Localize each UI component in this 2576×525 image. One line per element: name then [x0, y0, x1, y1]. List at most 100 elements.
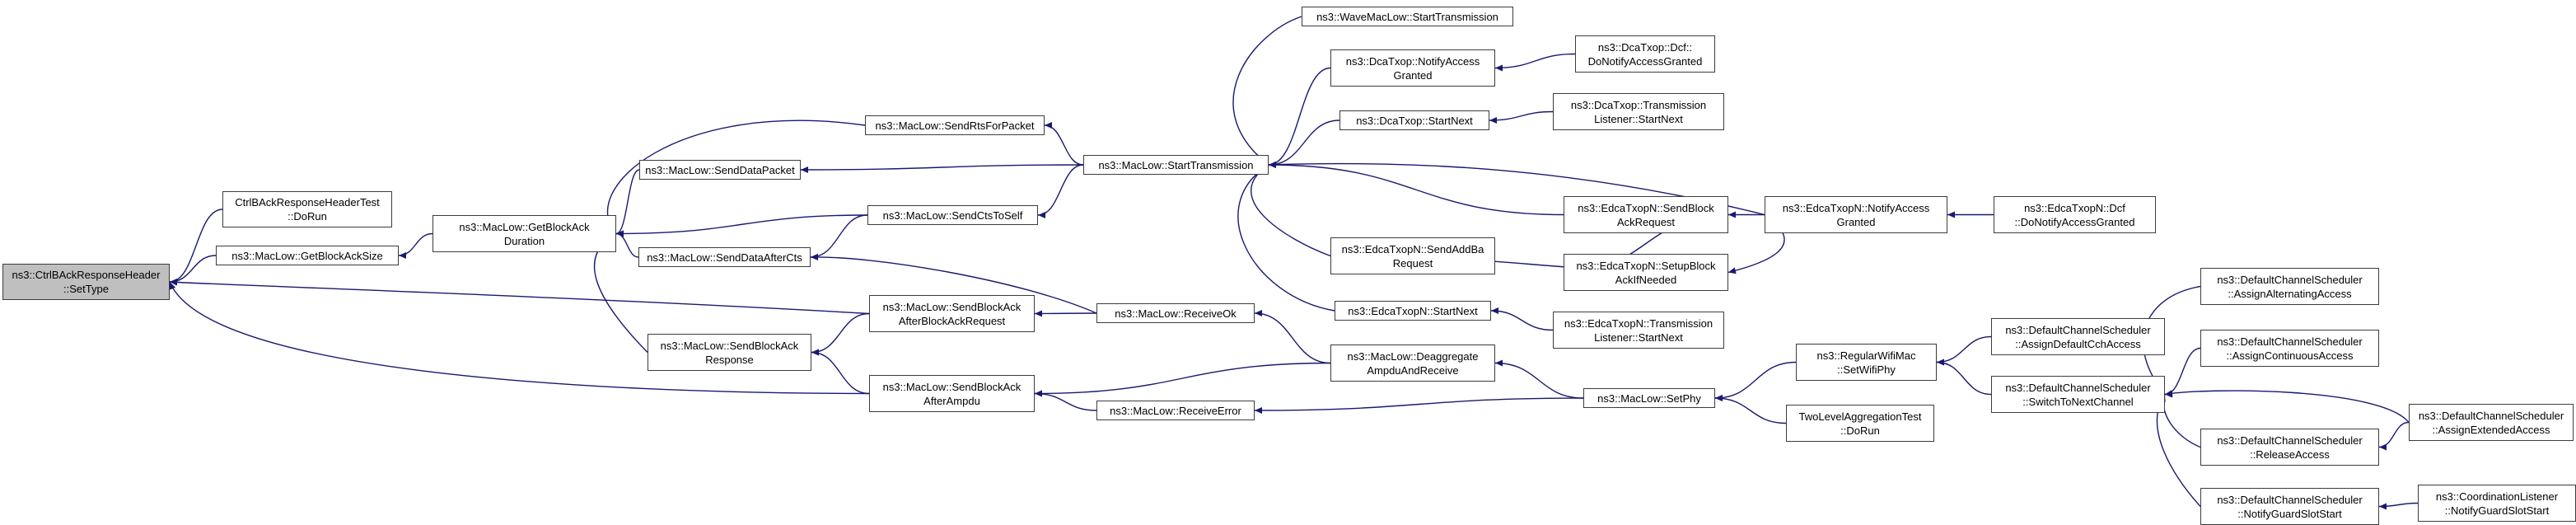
node-label-line: ns3::DefaultChannelScheduler: [2217, 434, 2363, 447]
edge-getdur-to-getsize: [398, 232, 433, 259]
node-label-line: ns3::MacLow::SendBlockAck: [882, 380, 1022, 393]
node-coord[interactable]: ns3::CoordinationListener::NotifyGuardSl…: [2418, 485, 2576, 522]
node-edcastart[interactable]: ns3::EdcaTxopN::StartNext: [1335, 301, 1491, 321]
node-regwifi[interactable]: ns3::RegularWifiMac::SetWifiPhy: [1796, 344, 1937, 381]
node-label-line: ::SetWifiPhy: [1837, 363, 1896, 376]
edge-dcadcf-to-dcanotify: [1494, 53, 1576, 72]
node-label-line: ns3::EdcaTxopN::SendAddBa: [1341, 242, 1484, 255]
edge-baafterreq-to-root: [169, 279, 870, 315]
node-rts[interactable]: ns3::MacLow::SendRtsForPacket: [865, 115, 1045, 135]
edge-senddata-to-getdur: [615, 169, 640, 237]
node-label-line: ns3::MacLow::ReceiveOk: [1115, 307, 1237, 320]
node-dcs-assigndef[interactable]: ns3::DefaultChannelScheduler::AssignDefa…: [1991, 318, 2165, 355]
node-label-line: ns3::MacLow::SendBlockAck: [882, 300, 1022, 313]
edge-start-to-senddata: [800, 164, 1084, 173]
node-label-line: ::ReleaseAccess: [2250, 448, 2330, 461]
edge-baafterampdu-to-sendresp: [811, 349, 870, 395]
node-getsize[interactable]: ns3::MacLow::GetBlockAckSize: [216, 246, 399, 265]
edge-recverr-to-baafterampdu: [1034, 390, 1097, 411]
node-label-line: ::NotifyGuardSlotStart: [2444, 504, 2550, 517]
node-label-line: ns3::DefaultChannelScheduler: [2005, 381, 2151, 394]
node-ctrltest[interactable]: CtrlBAckResponseHeaderTest::DoRun: [222, 191, 392, 227]
node-label-line: ::DoRun: [1840, 424, 1880, 437]
edge-regwifi-to-setphy: [1714, 361, 1797, 401]
node-label-line: ns3::DcaTxop::Dcf::: [1597, 40, 1693, 54]
node-label-line: ns3::CtrlBAckResponseHeader: [12, 269, 161, 281]
node-recvok[interactable]: ns3::MacLow::ReceiveOk: [1096, 303, 1255, 323]
node-label-line: ns3::EdcaTxopN::StartNext: [1348, 304, 1478, 317]
node-setphy[interactable]: ns3::MacLow::SetPhy: [1583, 388, 1715, 408]
edge-cts-to-sendafter: [810, 214, 868, 260]
edge-dcs-assigndef-to-regwifi: [1936, 335, 1992, 366]
node-label-line: ::DoNotifyAccessGranted: [2014, 215, 2135, 228]
node-label-line: ns3::MacLow::SendRtsForPacket: [875, 119, 1035, 132]
edge-recvok-to-baafterreq: [1034, 310, 1097, 317]
node-label-line: AmpduAndReceive: [1367, 363, 1459, 377]
edge-dcs-cont-to-dcs-switch: [2164, 347, 2201, 398]
node-dcs-alt[interactable]: ns3::DefaultChannelScheduler::AssignAlte…: [2200, 268, 2379, 305]
edge-start-to-cts: [1037, 164, 1084, 218]
node-cts[interactable]: ns3::MacLow::SendCtsToSelf: [867, 205, 1038, 225]
node-recverr[interactable]: ns3::MacLow::ReceiveError: [1096, 401, 1255, 420]
node-edcadcf[interactable]: ns3::EdcaTxopN::Dcf::DoNotifyAccessGrant…: [1994, 196, 2156, 233]
node-dcs-cont[interactable]: ns3::DefaultChannelScheduler::AssignCont…: [2200, 330, 2379, 367]
edge-sendafter-to-getdur: [615, 230, 639, 258]
node-label-line: ns3::DcaTxop::StartNext: [1356, 114, 1473, 127]
node-label-line: ns3::DefaultChannelScheduler: [2005, 323, 2151, 336]
node-label-line: ns3::CoordinationListener: [2435, 490, 2559, 503]
node-dcadcf[interactable]: ns3::DcaTxop::Dcf::DoNotifyAccessGranted: [1575, 35, 1715, 73]
node-label-line: ns3::EdcaTxopN::NotifyAccess: [1782, 201, 1930, 214]
node-label-line: CtrlBAckResponseHeaderTest: [235, 196, 380, 209]
node-label-line: ns3::DefaultChannelScheduler: [2217, 335, 2363, 348]
node-senddata[interactable]: ns3::MacLow::SendDataPacket: [639, 160, 801, 180]
node-wave[interactable]: ns3::WaveMacLow::StartTransmission: [1302, 7, 1513, 26]
node-label-line: ns3::RegularWifiMac: [1816, 349, 1916, 362]
call-graph-edges: [169, 16, 2419, 510]
node-sendafter[interactable]: ns3::MacLow::SendDataAfterCts: [638, 247, 811, 267]
node-root[interactable]: ns3::CtrlBAckResponseHeader::SetType: [2, 264, 170, 300]
node-label-line: ns3::DcaTxop::NotifyAccess: [1345, 54, 1480, 68]
node-label-line: ns3::MacLow::SendBlockAck: [660, 339, 799, 352]
node-label-line: ns3::DefaultChannelScheduler: [2217, 273, 2363, 286]
edge-edcatl-to-edcastart: [1490, 307, 1554, 331]
node-dcastart[interactable]: ns3::DcaTxop::StartNext: [1339, 110, 1489, 130]
node-label-line: Request: [1392, 256, 1433, 270]
node-label-line: ns3::WaveMacLow::StartTransmission: [1316, 10, 1498, 23]
edge-dcatl-to-dcastart: [1489, 110, 1554, 124]
node-label-line: ns3::DefaultChannelScheduler: [2217, 493, 2363, 506]
node-label-line: ::SetType: [63, 283, 109, 295]
node-label-line: ns3::MacLow::SendDataAfterCts: [647, 251, 802, 264]
node-dcs-switch[interactable]: ns3::DefaultChannelScheduler::SwitchToNe…: [1991, 376, 2165, 413]
node-label-line: ns3::MacLow::SetPhy: [1597, 391, 1701, 405]
edge-deagg-to-baafterampdu: [1034, 362, 1331, 397]
node-label-line: ::DoRun: [288, 210, 327, 223]
node-dcs-guard[interactable]: ns3::DefaultChannelScheduler::NotifyGuar…: [2200, 488, 2379, 525]
node-dcs-ext[interactable]: ns3::DefaultChannelScheduler::AssignExte…: [2409, 404, 2574, 441]
node-label-line: ns3::EdcaTxopN::Dcf: [2024, 201, 2125, 214]
node-start[interactable]: ns3::MacLow::StartTransmission: [1083, 155, 1269, 175]
edge-dcs-ext-to-dcs-switch: [2164, 390, 2410, 423]
node-label-line: ns3::EdcaTxopN::Transmission: [1564, 316, 1713, 330]
edge-recvok-to-sendafter: [810, 253, 1097, 314]
node-label-line: TwoLevelAggregationTest: [1798, 410, 1922, 423]
node-twolevel[interactable]: TwoLevelAggregationTest::DoRun: [1786, 405, 1934, 442]
edge-edcasbar-to-start: [1268, 162, 1564, 216]
node-label-line: Granted: [1836, 215, 1876, 228]
node-label-line: AfterAmpdu: [923, 394, 980, 407]
node-label-line: ns3::DcaTxop::Transmission: [1570, 98, 1707, 111]
edge-coord-to-dcs-guard: [2378, 502, 2419, 510]
node-label-line: ns3::DefaultChannelScheduler: [2418, 409, 2564, 422]
node-dcs-release[interactable]: ns3::DefaultChannelScheduler::ReleaseAcc…: [2200, 429, 2379, 466]
